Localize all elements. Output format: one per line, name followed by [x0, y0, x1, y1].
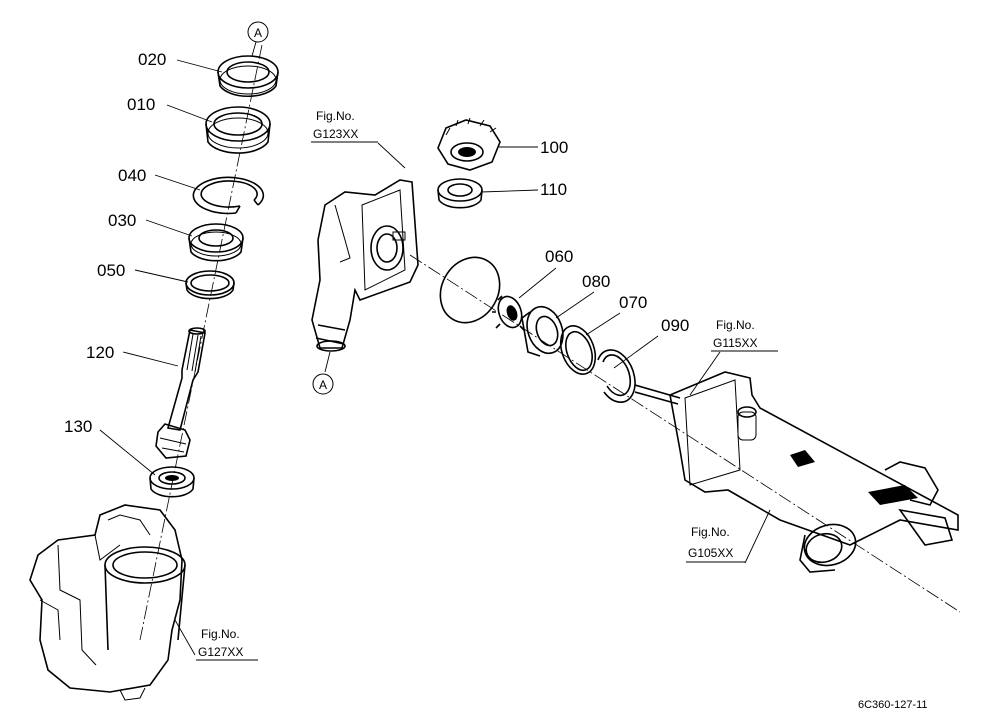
figref-g105: Fig.No. G105XX: [686, 525, 745, 563]
callout-100: 100: [540, 138, 568, 157]
callout-010: 010: [127, 95, 155, 114]
gearcase-g123: [311, 179, 419, 352]
centerline-left: [139, 44, 263, 641]
part-020-seal: [217, 55, 279, 98]
figref-g127: Fig.No. G127XX: [196, 627, 258, 661]
part-090-snap-ring: [597, 349, 636, 403]
part-060-gear: [492, 295, 525, 331]
part-100-bevel-gear: [437, 117, 501, 171]
part-080-bearing: [521, 305, 564, 357]
svg-text:A: A: [254, 26, 262, 40]
svg-text:G123XX: G123XX: [313, 127, 358, 141]
svg-text:G105XX: G105XX: [688, 546, 733, 560]
callout-040: 040: [118, 166, 146, 185]
part-030-bearing: [188, 223, 244, 262]
svg-text:A: A: [319, 378, 327, 392]
callout-130: 130: [64, 417, 92, 436]
part-130-bearing: [149, 466, 195, 498]
callout-120: 120: [86, 343, 114, 362]
svg-text:G127XX: G127XX: [198, 645, 243, 659]
svg-text:Fig.No.: Fig.No.: [201, 627, 240, 641]
part-110-bearing: [437, 178, 483, 209]
part-010-ring: [205, 106, 271, 154]
svg-text:Fig.No.: Fig.No.: [691, 525, 730, 539]
callout-110: 110: [540, 180, 567, 199]
svg-text:G115XX: G115XX: [713, 336, 757, 350]
svg-text:Fig.No.: Fig.No.: [316, 109, 355, 123]
o-ring: [439, 256, 501, 324]
callout-020: 020: [138, 50, 166, 69]
centerline-horizontal: [409, 254, 961, 613]
figref-g123: Fig.No. G123XX: [311, 109, 378, 143]
callout-090: 090: [661, 316, 689, 335]
callout-060: 060: [545, 247, 573, 266]
part-070-ring: [559, 325, 597, 375]
part-040-snap-ring: [192, 176, 265, 215]
callout-070: 070: [619, 293, 647, 312]
drawing-code: 6C360-127-11: [858, 699, 928, 711]
leader-lines: [99, 41, 771, 656]
connector-mark-bottom: A: [312, 373, 334, 395]
callout-030: 030: [108, 211, 136, 230]
callout-050: 050: [97, 261, 125, 280]
part-120-shaft: [155, 327, 206, 459]
connector-mark-top: A: [247, 21, 269, 43]
figref-g115: Fig.No. G115XX: [711, 318, 778, 352]
callout-080: 080: [582, 272, 610, 291]
housing-g105: [634, 371, 959, 573]
svg-text:Fig.No.: Fig.No.: [716, 318, 755, 332]
part-050-ring: [185, 270, 235, 300]
housing-g127: [29, 504, 186, 701]
